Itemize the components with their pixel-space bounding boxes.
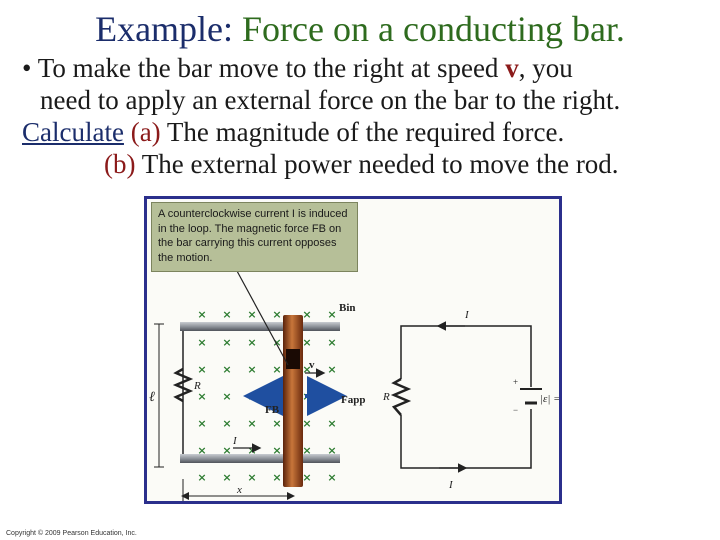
field-x-mark: × [272, 363, 281, 376]
field-x-mark: × [327, 471, 336, 484]
field-x-mark: × [247, 308, 256, 321]
field-x-mark: × [327, 417, 336, 430]
part-a-label: (a) [130, 117, 161, 147]
field-x-mark: × [302, 308, 311, 321]
field-x-mark: × [197, 363, 206, 376]
circuit-diagram: ××××××××××××××××××××××××××××××××××××××××… [149, 270, 559, 501]
field-x-mark: × [197, 336, 206, 349]
left-resistor [172, 367, 194, 403]
field-x-mark: × [222, 471, 231, 484]
part-b-label: (b) [104, 149, 136, 179]
field-x-mark: × [197, 444, 206, 457]
length-label: ℓ [149, 390, 155, 405]
field-x-mark: × [247, 417, 256, 430]
field-x-mark: × [247, 471, 256, 484]
current-label-top-right: I [464, 309, 470, 321]
slide-title: Example: Force on a conducting bar. [0, 8, 720, 50]
field-x-mark: × [222, 336, 231, 349]
svg-text:+: + [513, 377, 518, 387]
field-x-mark: × [197, 417, 206, 430]
problem-line-2: need to apply an external force on the b… [40, 84, 620, 116]
title-text: Force on a conducting bar. [242, 9, 625, 49]
field-x-mark: × [197, 390, 206, 403]
field-x-mark: × [272, 336, 281, 349]
field-x-mark: × [222, 308, 231, 321]
circuit-figure: ××××××××××××××××××××××××××××××××××××××××… [144, 196, 562, 504]
field-label: Bin [339, 302, 356, 314]
field-x-mark: × [197, 471, 206, 484]
bar-contact-dark [286, 349, 300, 369]
current-label-bottom-right: I [448, 479, 454, 491]
emf-label: |ε| = Bℓv [540, 393, 559, 405]
field-x-mark: × [302, 444, 311, 457]
callout-pointer [236, 270, 289, 366]
field-x-mark: × [247, 336, 256, 349]
field-x-mark: × [197, 308, 206, 321]
right-resistor [390, 377, 412, 416]
field-x-mark: × [327, 308, 336, 321]
problem-line-1: • To make the bar move to the right at s… [22, 52, 602, 84]
svg-text:−: − [513, 405, 518, 415]
conducting-bar [283, 315, 303, 487]
speed-symbol: v [505, 53, 519, 83]
field-x-mark: × [272, 444, 281, 457]
left-resistor-label: R [193, 380, 201, 392]
right-resistor-label: R [382, 391, 390, 403]
line1-post: , you [518, 53, 573, 83]
current-label-bottom: I [232, 435, 238, 447]
field-x-mark: × [272, 417, 281, 430]
equivalent-circuit-loop [400, 325, 532, 469]
x-label: x [236, 484, 242, 496]
bottom-rail [180, 454, 340, 463]
copyright-notice: Copyright © 2009 Pearson Education, Inc. [6, 530, 137, 537]
applied-force-label: Fapp [341, 394, 365, 406]
field-x-mark: × [222, 363, 231, 376]
problem-text: • To make the bar move to the right at s… [22, 52, 620, 180]
magnetic-field-marks: ××××××××××××××××××××××××××××××××××××××××… [197, 308, 336, 484]
field-x-mark: × [302, 417, 311, 430]
part-a-text: The magnitude of the required force. [160, 117, 565, 147]
field-x-mark: × [302, 336, 311, 349]
field-x-mark: × [247, 363, 256, 376]
field-x-mark: × [327, 336, 336, 349]
top-rail [180, 322, 340, 331]
line1-pre: • To make the bar move to the right at s… [22, 53, 506, 83]
field-x-mark: × [222, 444, 231, 457]
problem-line-4: (b) The external power needed to move th… [104, 148, 684, 180]
title-label: Example: [95, 9, 234, 49]
field-x-mark: × [302, 471, 311, 484]
line2-text: need to apply an external force on the b… [40, 85, 621, 115]
field-x-mark: × [272, 308, 281, 321]
field-x-mark: × [222, 390, 231, 403]
field-x-mark: × [327, 363, 336, 376]
velocity-label: v [309, 359, 315, 371]
magnetic-force-label: FB [265, 404, 280, 416]
callout-box: A counterclockwise current I is induced … [151, 202, 358, 272]
field-x-mark: × [222, 417, 231, 430]
part-b-text: The external power needed to move the ro… [135, 149, 619, 179]
problem-line-3: Calculate (a) The magnitude of the requi… [22, 116, 602, 148]
field-x-mark: × [327, 444, 336, 457]
field-x-mark: × [302, 363, 311, 376]
calculate-word: Calculate [22, 117, 124, 147]
field-x-mark: × [272, 471, 281, 484]
